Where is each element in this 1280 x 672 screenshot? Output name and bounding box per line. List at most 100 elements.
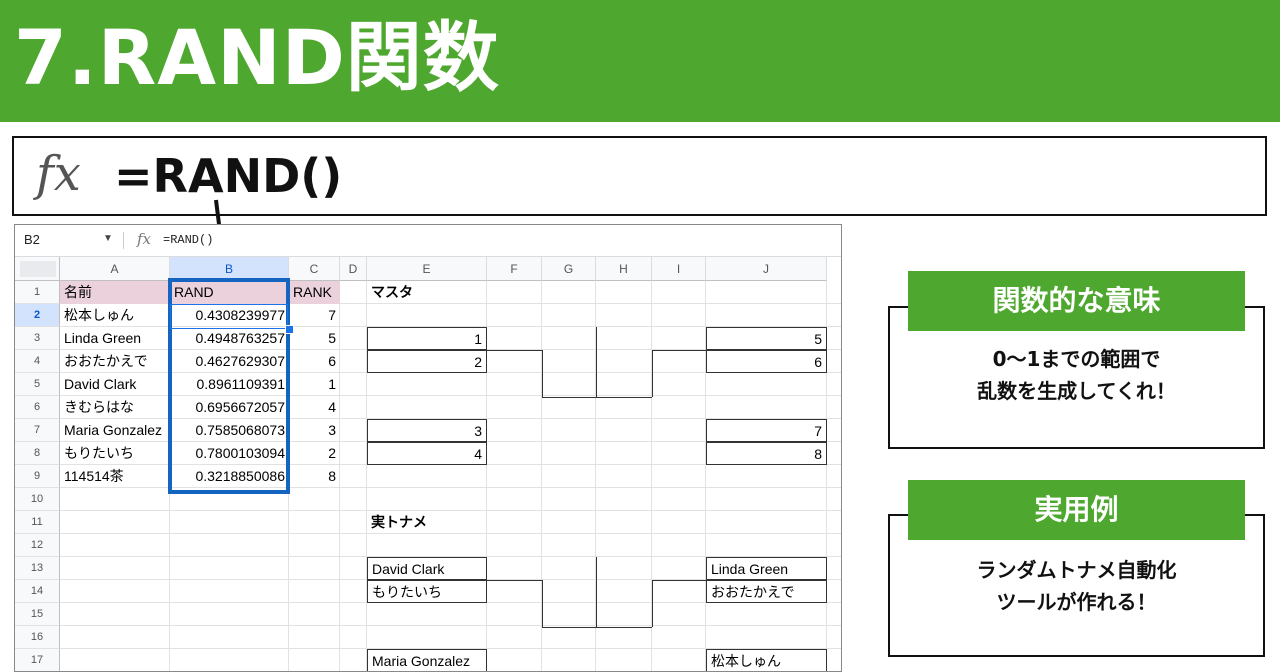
fill-handle[interactable] — [285, 325, 294, 334]
fx-icon-small: fx — [137, 230, 152, 248]
name-cell[interactable]: おおたかえで — [64, 353, 148, 369]
name-cell[interactable]: 松本しゅん — [64, 307, 134, 323]
row-gridline — [60, 395, 841, 396]
row-header-15[interactable]: 15 — [15, 603, 60, 626]
active-cell[interactable] — [170, 304, 288, 329]
row-header-11[interactable]: 11 — [15, 511, 60, 534]
name-cell[interactable]: もりたいち — [64, 445, 134, 461]
actual-left-slot[interactable]: David Clark — [367, 557, 487, 580]
bracket-line — [596, 557, 597, 627]
column-header-a[interactable]: A — [60, 257, 170, 281]
column-header-g[interactable]: G — [542, 257, 596, 281]
bracket-line — [542, 396, 652, 398]
row-header-17[interactable]: 17 — [15, 649, 60, 671]
page-title: 7.RAND関数 — [14, 13, 500, 102]
column-header-c[interactable]: C — [289, 257, 340, 281]
header-cell-rand[interactable]: RAND — [170, 281, 289, 304]
name-cell[interactable]: 114514茶 — [64, 468, 124, 484]
row-header-14[interactable]: 14 — [15, 580, 60, 603]
row-gridline — [60, 418, 841, 419]
actual-left-slot[interactable]: Maria Gonzalez — [367, 649, 487, 671]
bracket-line — [652, 579, 706, 581]
bracket-line — [596, 327, 597, 397]
column-gridline — [826, 281, 827, 671]
row-header-12[interactable]: 12 — [15, 534, 60, 557]
rand-cell[interactable]: 0.6956672057 — [195, 399, 285, 415]
master-left-slot[interactable]: 4 — [367, 442, 487, 465]
row-header-6[interactable]: 6 — [15, 396, 60, 419]
row-header-7[interactable]: 7 — [15, 419, 60, 442]
formula-input[interactable]: =RAND() — [163, 233, 214, 247]
rand-cell[interactable]: 0.4308239977 — [195, 307, 285, 323]
row-gridline — [60, 625, 841, 626]
master-label[interactable]: マスタ — [371, 284, 413, 300]
name-box[interactable]: B2 — [24, 232, 40, 247]
row-header-1[interactable]: 1 — [15, 281, 60, 304]
column-header-d[interactable]: D — [340, 257, 367, 281]
rand-cell[interactable]: 0.4948763257 — [195, 330, 285, 346]
row-gridline — [60, 487, 841, 488]
rand-cell[interactable]: 0.4627629307 — [195, 353, 285, 369]
select-all-corner[interactable] — [15, 257, 60, 281]
master-right-slot[interactable]: 5 — [706, 327, 827, 350]
example-line-1: ランダムトナメ自動化 — [976, 558, 1177, 582]
meaning-card-title: 関数的な意味 — [908, 271, 1245, 331]
column-header-h[interactable]: H — [596, 257, 652, 281]
formula-display: fx =RAND() — [12, 136, 1267, 216]
master-left-slot[interactable]: 2 — [367, 350, 487, 373]
rank-cell[interactable]: 8 — [328, 468, 336, 484]
actual-right-slot[interactable]: Linda Green — [706, 557, 827, 580]
rank-cell[interactable]: 5 — [328, 330, 336, 346]
row-header-9[interactable]: 9 — [15, 465, 60, 488]
row-header-13[interactable]: 13 — [15, 557, 60, 580]
row-header-16[interactable]: 16 — [15, 626, 60, 649]
rand-cell[interactable]: 0.3218850086 — [195, 468, 285, 484]
name-cell[interactable]: きむらはな — [64, 399, 134, 415]
name-cell[interactable]: Maria Gonzalez — [64, 422, 163, 438]
rank-cell[interactable]: 7 — [328, 307, 336, 323]
header-cell-name[interactable]: 名前 — [60, 281, 170, 304]
rank-cell[interactable]: 6 — [328, 353, 336, 369]
column-header-e[interactable]: E — [367, 257, 487, 281]
row-header-4[interactable]: 4 — [15, 350, 60, 373]
example-line-2: ツールが作れる！ — [996, 590, 1157, 614]
column-header-f[interactable]: F — [487, 257, 542, 281]
formula-text: =RAND() — [114, 149, 343, 203]
master-left-slot[interactable]: 3 — [367, 419, 487, 442]
row-header-10[interactable]: 10 — [15, 488, 60, 511]
master-right-slot[interactable]: 6 — [706, 350, 827, 373]
column-header-j[interactable]: J — [706, 257, 827, 281]
bracket-line — [652, 349, 706, 351]
master-right-slot[interactable]: 8 — [706, 442, 827, 465]
row-header-2[interactable]: 2 — [15, 304, 60, 327]
rand-cell[interactable]: 0.7585068073 — [195, 422, 285, 438]
actual-right-slot[interactable]: おおたかえで — [706, 580, 827, 603]
bracket-line — [542, 579, 543, 627]
actual-right-slot[interactable]: 松本しゅん — [706, 649, 827, 671]
column-gridline — [651, 281, 652, 671]
bracket-line — [542, 349, 543, 397]
column-header-i[interactable]: I — [652, 257, 706, 281]
rank-cell[interactable]: 2 — [328, 445, 336, 461]
master-right-slot[interactable]: 7 — [706, 419, 827, 442]
row-header-8[interactable]: 8 — [15, 442, 60, 465]
fx-icon: fx — [36, 146, 81, 202]
rand-cell[interactable]: 0.7800103094 — [195, 445, 285, 461]
rank-cell[interactable]: 3 — [328, 422, 336, 438]
selection-highlight — [168, 278, 290, 494]
actual-left-slot[interactable]: もりたいち — [367, 580, 487, 603]
rand-cell[interactable]: 0.8961109391 — [196, 376, 286, 392]
dropdown-arrow-icon[interactable]: ▼ — [103, 233, 113, 244]
formula-bar: B2 ▼ fx =RAND() — [15, 225, 841, 257]
row-header-5[interactable]: 5 — [15, 373, 60, 396]
name-cell[interactable]: Linda Green — [64, 330, 142, 346]
column-gridline — [339, 281, 340, 671]
actual-label[interactable]: 実トナメ — [371, 514, 427, 530]
rank-cell[interactable]: 1 — [328, 376, 336, 392]
master-left-slot[interactable]: 1 — [367, 327, 487, 350]
rank-cell[interactable]: 4 — [328, 399, 336, 415]
name-cell[interactable]: David Clark — [64, 376, 137, 392]
row-header-3[interactable]: 3 — [15, 327, 60, 350]
header-cell-rank[interactable]: RANK — [289, 281, 340, 304]
